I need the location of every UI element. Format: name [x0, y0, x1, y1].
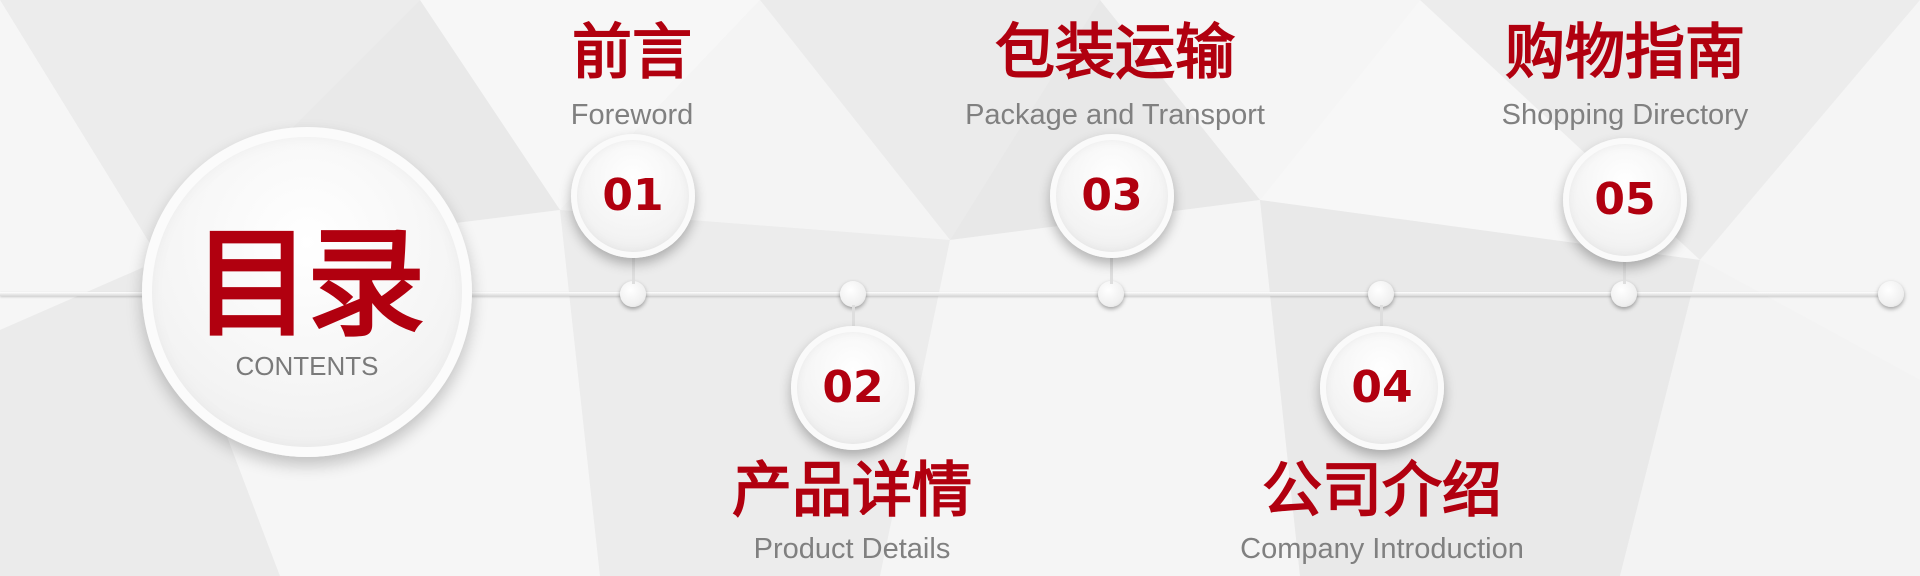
item-03-title: 包装运输: [995, 18, 1235, 88]
item-02-title: 产品详情: [732, 456, 972, 526]
timeline-line: [0, 292, 1892, 296]
timeline-dot-02: [840, 281, 866, 307]
item-01-subtitle: Foreword: [570, 99, 694, 131]
stem-04: [1380, 305, 1383, 329]
item-01-number: 01: [602, 170, 664, 221]
contents-title: 目录: [192, 215, 425, 353]
item-05-title: 购物指南: [1505, 18, 1745, 88]
item-01-title: 前言: [572, 18, 692, 88]
item-03-node[interactable]: 03: [1050, 134, 1174, 258]
contents-circle: 目录 CONTENTS: [142, 127, 472, 457]
stem-03: [1110, 254, 1113, 284]
timeline-dot-05: [1611, 281, 1637, 307]
timeline-dot-end: [1878, 281, 1904, 307]
item-04-node[interactable]: 04: [1320, 326, 1444, 450]
item-05-subtitle: Shopping Directory: [1501, 99, 1749, 131]
timeline-dot-04: [1368, 281, 1394, 307]
timeline-dot-01: [620, 281, 646, 307]
item-02-node[interactable]: 02: [791, 326, 915, 450]
item-05-number: 05: [1594, 174, 1656, 225]
item-01-node[interactable]: 01: [571, 134, 695, 258]
item-04-number: 04: [1351, 362, 1413, 413]
stem-05: [1623, 258, 1626, 284]
stem-02: [852, 305, 855, 329]
item-02-number: 02: [822, 362, 884, 413]
item-03-number: 03: [1081, 170, 1143, 221]
item-02-subtitle: Product Details: [753, 533, 951, 565]
contents-subtitle: CONTENTS: [235, 351, 379, 381]
item-04-title: 公司介绍: [1262, 456, 1502, 526]
item-05-node[interactable]: 05: [1563, 138, 1687, 262]
timeline-dot-03: [1098, 281, 1124, 307]
stem-01: [632, 254, 635, 284]
item-04-subtitle: Company Introduction: [1240, 533, 1524, 565]
item-03-subtitle: Package and Transport: [965, 99, 1265, 131]
